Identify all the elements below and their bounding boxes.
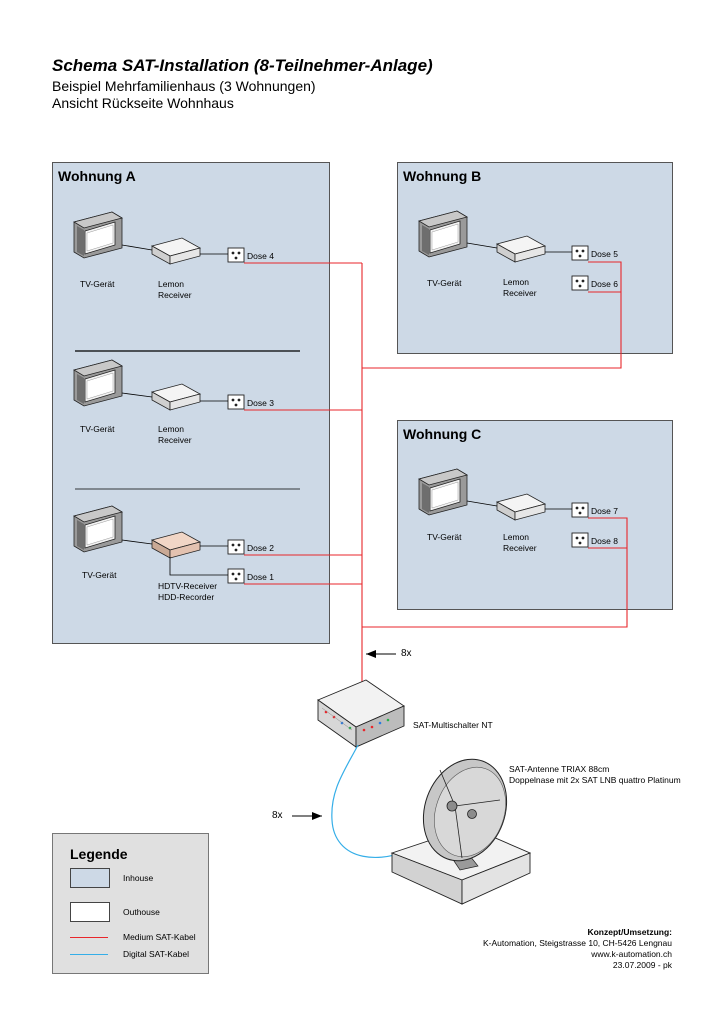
credits-date: 23.07.2009 - pk [612, 960, 672, 970]
dose-3-label: Dose 3 [247, 398, 274, 408]
tv-icon [418, 210, 468, 258]
dose-5-label: Dose 5 [591, 249, 618, 259]
dose-2-label: Dose 2 [247, 543, 274, 553]
diagram-subtitle-view: Ansicht Rückseite Wohnhaus [52, 95, 234, 111]
dose-4-label: Dose 4 [247, 251, 274, 261]
dose-6-label: Dose 6 [591, 279, 618, 289]
legend-title: Legende [70, 846, 128, 862]
satellite-dish-icon [390, 758, 532, 905]
cable-count-label: 8x [401, 648, 412, 659]
receiver-icon [496, 235, 546, 263]
tv-icon [418, 468, 468, 516]
receiver-icon [151, 383, 201, 411]
socket-icon [571, 502, 589, 518]
legend-outhouse-label: Outhouse [123, 907, 160, 917]
cable-count-label: 8x [272, 810, 283, 821]
credits-heading: Konzept/Umsetzung: [587, 927, 672, 937]
diagram-subtitle: Beispiel Mehrfamilienhaus (3 Wohnungen) [52, 78, 316, 94]
socket-icon [571, 532, 589, 548]
multiswitch-label: SAT-Multischalter NT [413, 720, 493, 730]
zone-title-b: Wohnung B [403, 168, 482, 184]
zone-title-c: Wohnung C [403, 426, 482, 442]
receiver-icon [151, 237, 201, 265]
digital-sat-cable [331, 744, 431, 859]
legend-inhouse-label: Inhouse [123, 873, 154, 883]
tv-label: TV-Gerät [427, 278, 462, 288]
dose-1-label: Dose 1 [247, 572, 274, 582]
zone-title-a: Wohnung A [58, 168, 136, 184]
legend: Legende Inhouse Outhouse Medium SAT-Kabe… [52, 833, 209, 974]
credits-address: K-Automation, Steigstrasse 10, CH-5426 L… [482, 938, 672, 948]
receiver-icon [151, 531, 201, 559]
credits-website: www.k-automation.ch [591, 949, 672, 959]
socket-icon [227, 568, 245, 584]
legend-inhouse-swatch [70, 868, 110, 888]
legend-medium-label: Medium SAT-Kabel [123, 932, 196, 942]
tv-icon [73, 359, 123, 407]
dose-7-label: Dose 7 [591, 506, 618, 516]
legend-outhouse-swatch [70, 902, 110, 922]
diagram-title: Schema SAT-Installation (8-Teilnehmer-An… [52, 56, 433, 75]
medium-sat-cables [244, 261, 628, 690]
legend-medium-line [70, 937, 108, 938]
socket-icon [227, 539, 245, 555]
legend-digital-label: Digital SAT-Kabel [123, 949, 189, 959]
tv-label: TV-Gerät [80, 424, 115, 434]
credits: Konzept/Umsetzung: K-Automation, Steigst… [483, 927, 672, 971]
receiver-icon [496, 493, 546, 521]
tv-icon [73, 211, 123, 259]
socket-icon [227, 394, 245, 410]
tv-label: TV-Gerät [427, 532, 462, 542]
dose-8-label: Dose 8 [591, 536, 618, 546]
zone-wohnung-b [397, 162, 673, 354]
tv-label: TV-Gerät [80, 279, 115, 289]
multiswitch-icon [317, 679, 405, 748]
legend-digital-line [70, 954, 108, 955]
socket-icon [227, 247, 245, 263]
socket-icon [571, 275, 589, 291]
tv-icon [73, 505, 123, 553]
tv-label: TV-Gerät [82, 570, 117, 580]
socket-icon [571, 245, 589, 261]
